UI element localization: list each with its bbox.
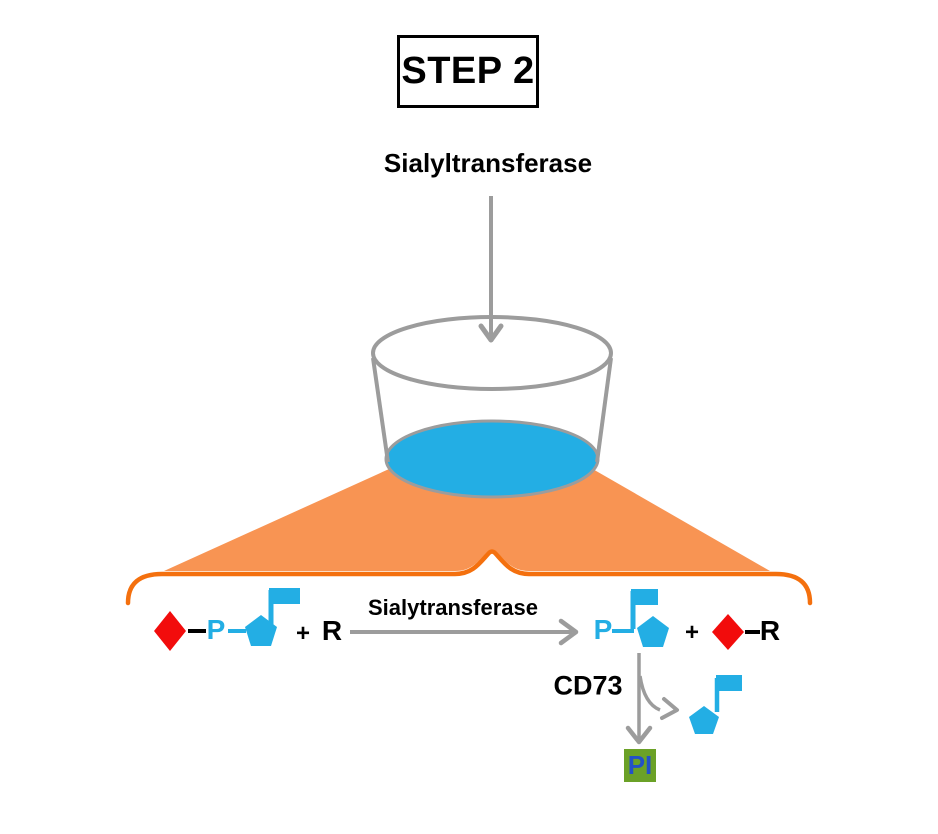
right-plus-sign: + xyxy=(684,619,700,646)
step-badge: STEP 2 xyxy=(397,35,539,108)
sialic-acid-icon xyxy=(245,588,300,646)
beaker-icon xyxy=(371,315,613,499)
zoom-beam-icon xyxy=(164,460,770,571)
left-phosphate-label: P xyxy=(206,614,226,645)
zoom-brace-icon xyxy=(125,549,813,606)
nucleotide-diamond-icon xyxy=(154,611,186,651)
left-acceptor-label: R xyxy=(321,615,343,646)
enzyme-top-label: Sialyltransferase xyxy=(383,148,593,178)
right-phosphate-label: P xyxy=(593,614,613,645)
cd73-label: CD73 xyxy=(553,670,623,701)
right-product xyxy=(612,589,760,650)
step-label: STEP 2 xyxy=(401,50,535,92)
sialic-acid-icon xyxy=(630,589,669,647)
nucleotide-diamond-icon xyxy=(712,614,744,650)
cd73-arrow-icon xyxy=(625,653,653,745)
reaction-arrow-label: Sialytransferase xyxy=(368,595,538,620)
liquid-icon xyxy=(384,419,600,499)
right-acceptor-label: R xyxy=(759,615,781,646)
release-arrow-icon xyxy=(638,675,679,720)
left-plus-sign: + xyxy=(295,620,311,647)
pi-box: PI xyxy=(624,749,656,782)
dispense-arrow-icon xyxy=(478,196,504,343)
released-sialic-acid-icon xyxy=(689,675,742,734)
reaction-arrow-icon xyxy=(350,618,579,646)
pi-label: PI xyxy=(627,750,653,780)
left-substrate xyxy=(154,588,300,651)
